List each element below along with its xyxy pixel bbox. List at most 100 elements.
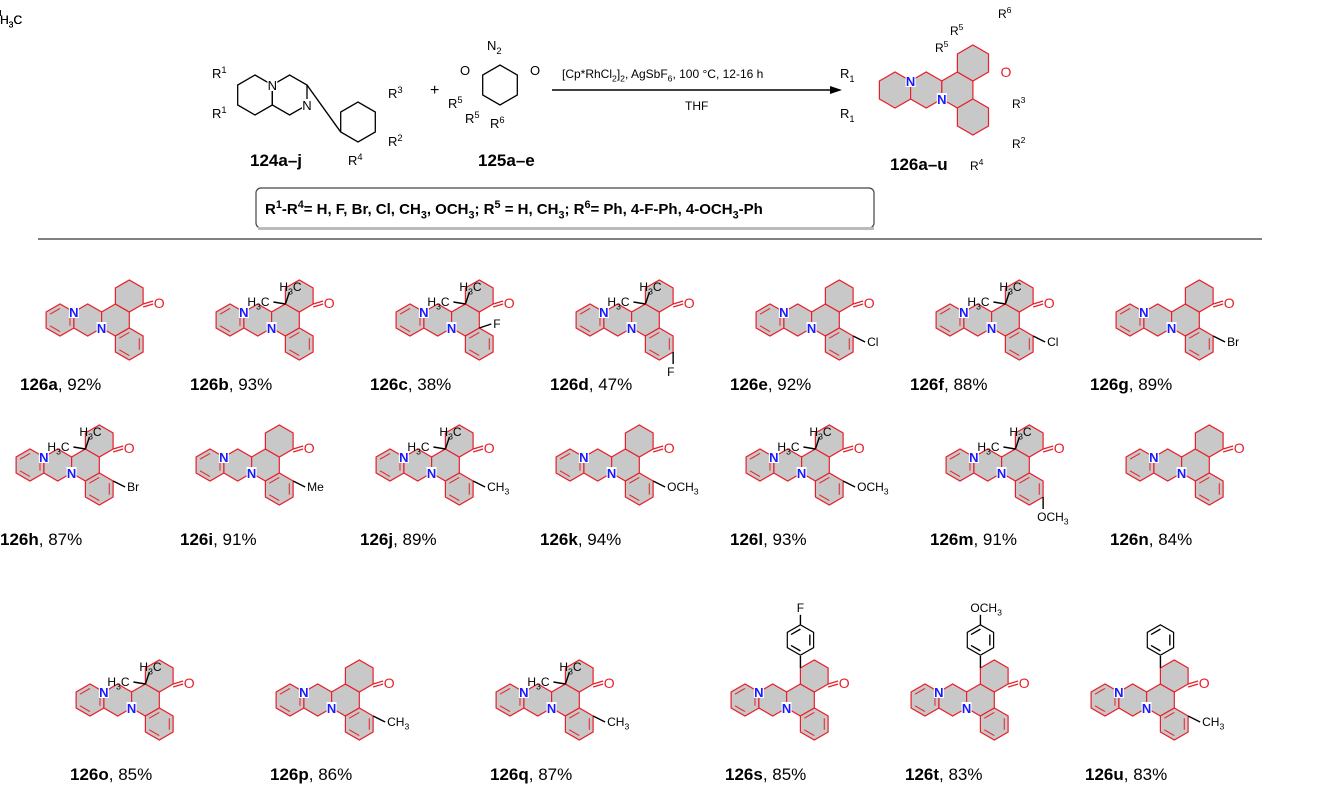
compound-label: 126h, 87% xyxy=(0,530,82,549)
substituent-label: F xyxy=(667,365,674,379)
oxygen-atom: O xyxy=(604,675,615,691)
substituent-label: OCH3 xyxy=(1037,510,1069,527)
carbonyl-bond xyxy=(827,680,839,685)
methyl-label: H3C xyxy=(247,295,269,312)
nitrogen-bottom: N xyxy=(607,466,616,481)
ring-cyclohexanone xyxy=(1184,279,1214,313)
quinox-methyl-label: H3C xyxy=(0,13,22,30)
methyl-label: H3C xyxy=(559,660,581,677)
r2-label: R2 xyxy=(1012,135,1026,151)
nitrogen-top: N xyxy=(519,685,528,700)
methyl-bond xyxy=(84,436,91,450)
product-id: 126a–u xyxy=(890,155,948,174)
r3-label: R3 xyxy=(1012,95,1026,111)
oxygen-atom: O xyxy=(839,675,850,691)
nitrogen-bottom: N xyxy=(447,321,456,336)
substituent-bond xyxy=(1187,715,1201,723)
nitrogen-bottom: N xyxy=(997,466,1006,481)
substituent-label: CH3 xyxy=(607,715,629,732)
nitrogen-top: N xyxy=(769,450,778,465)
compound-label: 126f, 88% xyxy=(910,375,988,394)
oxygen-atom: O xyxy=(1224,295,1235,311)
compound-label: 126j, 89% xyxy=(360,530,437,549)
methyl-label: H3C xyxy=(459,280,481,297)
ring-cyclohexanone xyxy=(114,279,144,313)
nitrogen-top: N xyxy=(39,450,48,465)
methyl-label: H3C xyxy=(47,440,69,457)
substituent-label: Cl xyxy=(867,335,878,349)
compound-label: 126l, 93% xyxy=(730,530,807,549)
nitrogen-bottom: N xyxy=(962,701,971,716)
methyl-bond xyxy=(814,436,821,450)
nitrogen-top: N xyxy=(579,450,588,465)
methyl-bond xyxy=(1014,436,1021,450)
substituent-label: Me xyxy=(307,480,324,494)
methyl-bond xyxy=(444,436,451,450)
oxygen-atom: O xyxy=(684,295,695,311)
oxygen-atom: O xyxy=(504,295,515,311)
compound-label: 126n, 84% xyxy=(1110,530,1192,549)
nitrogen-atom: N xyxy=(906,74,915,89)
nitrogen-bottom: N xyxy=(627,321,636,336)
oxygen-atom: O xyxy=(854,440,865,456)
nitrogen-bottom: N xyxy=(782,701,791,716)
methyl-label: H3C xyxy=(407,440,429,457)
substituent-label: OCH3 xyxy=(857,480,889,497)
substituent-bond xyxy=(479,323,492,329)
nitrogen-top: N xyxy=(399,450,408,465)
substituent-label: Br xyxy=(127,480,139,494)
nitrogen-top: N xyxy=(959,305,968,320)
carbonyl-bond xyxy=(472,445,484,450)
nitrogen-bottom: N xyxy=(327,701,336,716)
compound-label: 126d, 47% xyxy=(550,375,632,394)
methyl-label: H3C xyxy=(439,425,461,442)
quinox-methyl-label: H3C xyxy=(0,13,22,30)
oxygen-atom: O xyxy=(664,440,675,456)
substituent-label: F xyxy=(493,317,500,331)
oxygen-atom: O xyxy=(154,295,165,311)
nitrogen-atom: N xyxy=(302,98,311,113)
oxygen-atom: O xyxy=(1001,64,1012,80)
nitrogen-bottom: N xyxy=(797,466,806,481)
r5-label: R5 xyxy=(935,39,949,55)
carbonyl-bond xyxy=(292,445,304,450)
carbonyl-bond xyxy=(142,300,154,305)
methyl-label: H3C xyxy=(639,280,661,297)
r5-label: R5 xyxy=(950,22,964,38)
nitrogen-bottom: N xyxy=(547,701,556,716)
substituent-label: Cl xyxy=(1047,335,1058,349)
methyl-label: H3C xyxy=(1009,425,1031,442)
carbonyl-bond xyxy=(1212,300,1224,305)
nitrogen-top: N xyxy=(779,305,788,320)
reactant1-id: 124a–j xyxy=(250,151,302,170)
oxygen-atom: O xyxy=(864,295,875,311)
nitrogen-bottom: N xyxy=(807,321,816,336)
compound-label: 126k, 94% xyxy=(540,530,621,549)
oxygen-atom: O xyxy=(1044,295,1055,311)
nitrogen-bottom: N xyxy=(427,466,436,481)
methyl-bond xyxy=(284,291,291,305)
substituent-label: OCH3 xyxy=(667,480,699,497)
quinox-methyl-label: H3C xyxy=(0,13,22,30)
substituent-bond xyxy=(112,480,126,488)
methyl-bond xyxy=(564,671,571,685)
substituent-label: Br xyxy=(1227,335,1239,349)
compound-126p: NNOH3CH3CCH3126p, 86% xyxy=(0,10,409,784)
compound-label: 126b, 93% xyxy=(190,375,272,394)
carbonyl-bond xyxy=(842,445,854,450)
compound-label: 126s, 85% xyxy=(725,765,806,784)
methyl-bond xyxy=(464,291,471,305)
oxygen-atom: O xyxy=(1054,440,1065,456)
conditions-label: [Cp*RhCl2]2, AgSbF6, 100 °C, 12-16 h xyxy=(562,67,763,84)
methyl-label: H3C xyxy=(79,425,101,442)
